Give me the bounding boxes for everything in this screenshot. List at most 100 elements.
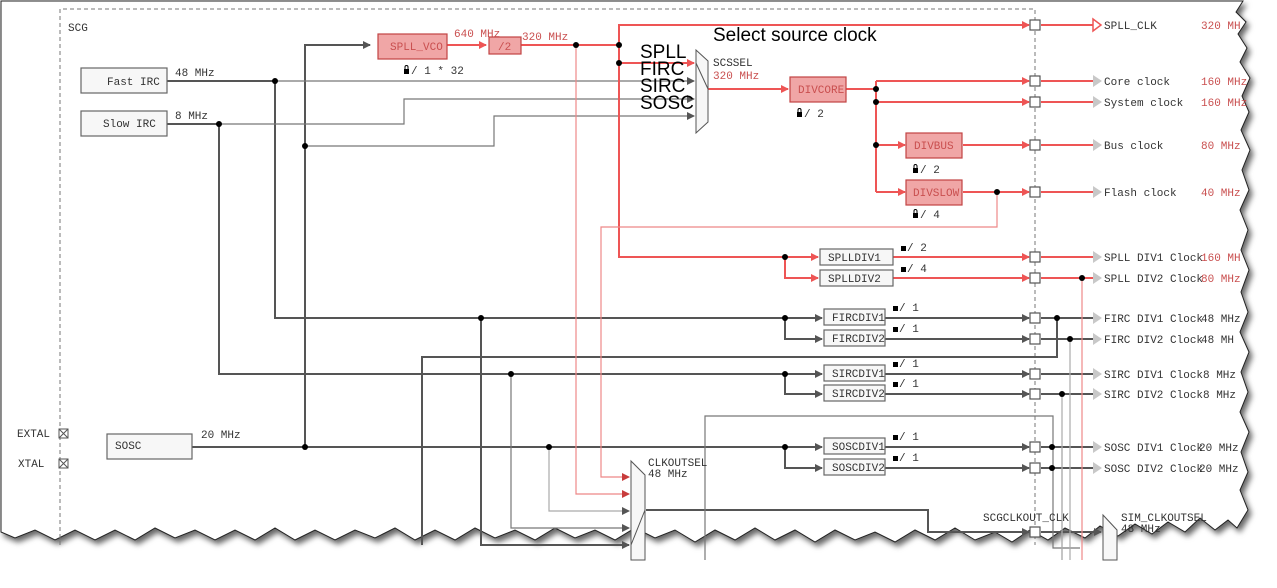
spll-vco-block[interactable]: SPLL_VCO <box>377 33 448 60</box>
boundary-port[interactable] <box>1029 75 1041 87</box>
clkoutsel-freq: 48 MHz <box>648 469 688 481</box>
fircdiv2-setting: / 1 <box>899 324 919 336</box>
slow-irc-block[interactable]: Slow IRC <box>80 110 168 137</box>
mux-input-sirc-text: SIRC <box>640 76 685 97</box>
sim-clkoutsel-freq: 48 MHz <box>1121 524 1161 536</box>
output-label: SPLL DIV1 Clock <box>1104 253 1203 265</box>
sircdiv1-label: SIRCDIV1 <box>832 369 885 381</box>
output-arrow-icon <box>1093 312 1102 324</box>
output-freq: 160 MH <box>1201 253 1241 265</box>
output-label: Flash clock <box>1104 188 1177 200</box>
boundary-port[interactable] <box>1029 272 1041 284</box>
fircdiv2-block[interactable]: FIRCDIV2 <box>823 329 886 347</box>
sosc-freq: 20 MHz <box>201 430 241 442</box>
fircdiv1-block[interactable]: FIRCDIV1 <box>823 308 886 326</box>
lock-icon <box>797 108 802 117</box>
sircdiv2-block[interactable]: SIRCDIV2 <box>823 384 886 402</box>
output-label: SIRC DIV2 Clock <box>1104 390 1203 402</box>
clkoutsel-select-line <box>630 509 646 546</box>
divslow-block[interactable]: DIVSLOW <box>905 179 963 206</box>
lock-icon <box>893 362 898 367</box>
xtal-pin-label: XTAL <box>18 459 44 471</box>
boundary-port[interactable] <box>1029 368 1041 380</box>
output-arrow-icon <box>1093 75 1102 87</box>
splldiv2-setting: / 4 <box>907 264 927 276</box>
fircdiv1-label: FIRCDIV1 <box>832 313 885 325</box>
boundary-port[interactable] <box>1029 96 1041 108</box>
inactive-wires <box>167 41 1102 549</box>
soscdiv1-label: SOSCDIV1 <box>832 442 885 454</box>
boundary-port[interactable] <box>1029 251 1041 263</box>
splldiv1-setting: / 2 <box>907 243 927 255</box>
sim-clkoutsel-mux[interactable] <box>1102 513 1118 561</box>
scssel-mux[interactable] <box>695 48 709 135</box>
sosc-block[interactable]: SOSC <box>106 433 193 460</box>
pll-div2-label: /2 <box>498 42 511 54</box>
boundary-port[interactable] <box>1029 139 1041 151</box>
boundary-port[interactable] <box>1029 526 1041 538</box>
boundary-port[interactable] <box>1029 333 1041 345</box>
divcore-setting: / 2 <box>804 109 824 121</box>
thin-gray-wires <box>219 77 1080 560</box>
extal-pin-icon[interactable] <box>58 428 69 439</box>
lock-icon <box>913 209 918 218</box>
divbus-block[interactable]: DIVBUS <box>905 132 963 159</box>
lock-icon <box>893 382 898 387</box>
pll-div2-block[interactable]: /2 <box>488 36 522 55</box>
xtal-pin-icon[interactable] <box>58 458 69 469</box>
divbus-setting: / 2 <box>920 165 940 177</box>
output-arrow-icon <box>1093 441 1102 453</box>
output-freq: 160 MHz <box>1201 98 1247 110</box>
spll-vco-setting: / 1 * 32 <box>411 66 464 78</box>
boundary-port[interactable] <box>1029 186 1041 198</box>
output-label: SOSC DIV2 Clock <box>1104 464 1203 476</box>
boundary-port[interactable] <box>1029 312 1041 324</box>
soscdiv2-block[interactable]: SOSCDIV2 <box>823 458 886 476</box>
output-label: FIRC DIV2 Clock <box>1104 335 1203 347</box>
junction-dots <box>216 42 1085 471</box>
divbus-label: DIVBUS <box>914 141 954 153</box>
boundary-port[interactable] <box>1029 462 1041 474</box>
soscdiv2-setting: / 1 <box>899 453 919 465</box>
divcore-block[interactable]: DIVCORE <box>789 76 847 103</box>
lock-icon <box>913 164 918 173</box>
boundary-port[interactable] <box>1029 441 1041 453</box>
fast-irc-label: Fast IRC <box>107 77 160 89</box>
splldiv1-block[interactable]: SPLLDIV1 <box>819 248 894 266</box>
boundary-port[interactable] <box>1029 19 1041 31</box>
boundary-port[interactable] <box>1029 388 1041 400</box>
fircdiv2-label: FIRCDIV2 <box>832 334 885 346</box>
sircdiv1-setting: / 1 <box>899 359 919 371</box>
splldiv2-block[interactable]: SPLLDIV2 <box>819 269 894 287</box>
clkoutsel-mux[interactable] <box>630 459 646 561</box>
sim-clkoutsel-label: SIM_CLKOUTSEL <box>1121 513 1207 525</box>
soscdiv2-label: SOSCDIV2 <box>832 463 885 475</box>
splldiv1-label: SPLLDIV1 <box>828 253 881 265</box>
fast-irc-block[interactable]: Fast IRC <box>80 67 168 94</box>
fast-irc-freq: 48 MHz <box>175 68 215 80</box>
mux-input-firc-text: FIRC <box>640 59 684 80</box>
output-arrow-icon <box>1092 17 1103 33</box>
scssel-label: SCSSEL <box>713 58 753 70</box>
sircdiv1-block[interactable]: SIRCDIV1 <box>823 364 886 382</box>
clkoutsel-label: CLKOUTSEL <box>648 458 707 470</box>
soscdiv1-block[interactable]: SOSCDIV1 <box>823 437 886 455</box>
lock-icon <box>404 65 409 74</box>
output-label: FIRC DIV1 Clock <box>1104 314 1203 326</box>
scssel-freq: 320 MHz <box>713 71 759 83</box>
thin-red-wires <box>575 45 1083 560</box>
output-freq: 8 MHz <box>1203 390 1236 402</box>
